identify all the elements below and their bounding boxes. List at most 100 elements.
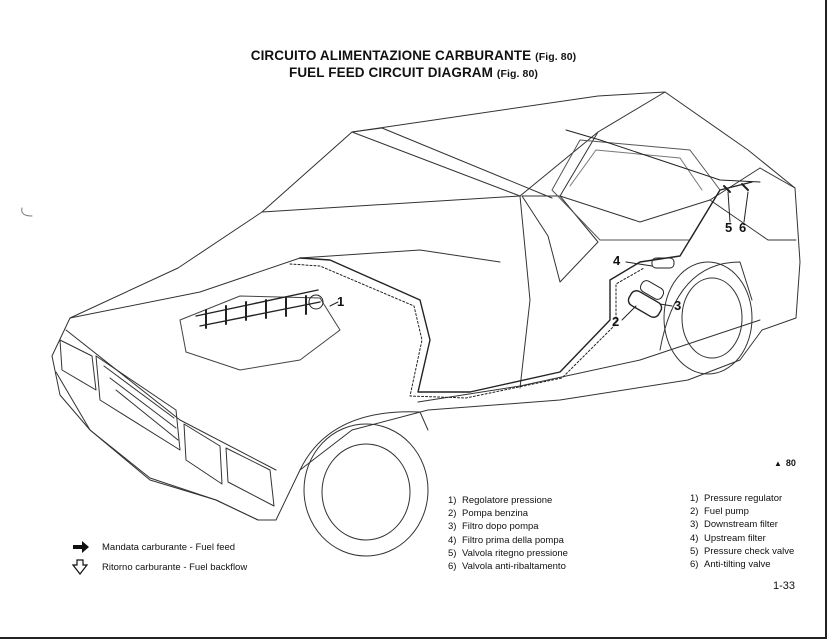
windscreen — [261, 131, 521, 213]
side-crease — [417, 319, 761, 403]
return-line — [289, 263, 645, 399]
legend-it-num: 6) — [448, 561, 457, 573]
front-wheel-arch — [299, 411, 429, 471]
diagram-title: CIRCUITO ALIMENTAZIONE CARBURANTE (Fig. … — [0, 48, 827, 82]
legend-it-item: 5) Valvola ritegno pressione — [448, 547, 568, 560]
leader-4 — [625, 261, 653, 267]
callout-4: 4 — [613, 253, 621, 268]
front-wheel — [303, 423, 429, 557]
engine-manifold — [179, 295, 341, 371]
title-italian-text: CIRCUITO ALIMENTAZIONE CARBURANTE — [250, 48, 532, 63]
callout-3: 3 — [674, 298, 682, 313]
leader-2 — [621, 305, 637, 321]
roof-line — [351, 91, 666, 133]
outline-arrow-icon — [72, 559, 89, 575]
title-english: FUEL FEED CIRCUIT DIAGRAM (Fig. 80) — [0, 65, 827, 82]
rear-glass — [559, 131, 761, 223]
legend-en-label: Upstream filter — [704, 532, 766, 544]
grille — [95, 355, 181, 451]
pressure-regulator — [308, 294, 324, 310]
headlight-right — [183, 423, 223, 485]
legend-en-num: 2) — [690, 506, 699, 518]
callout-6: 6 — [739, 220, 747, 235]
title-fig-ref-en: (Fig. 80) — [496, 68, 538, 80]
legend-italian: 1) Regolatore pressione 2) Pompa benzina 3… — [448, 494, 568, 573]
vent-line — [565, 129, 761, 183]
leader-6 — [743, 191, 749, 223]
title-fig-ref-it: (Fig. 80) — [535, 51, 577, 63]
leader-5 — [727, 191, 731, 223]
legend-en-num: 5) — [690, 545, 699, 557]
legend-en-label: Pressure check valve — [704, 545, 795, 557]
key-fuel-backflow-label: Ritorno carburante - Fuel backflow — [102, 561, 248, 573]
check-valves — [723, 183, 749, 193]
legend-it-item: 4) Filtro prima della pompa — [448, 534, 568, 547]
legend-en-num: 4) — [690, 532, 699, 544]
fuel-tank-inner — [569, 149, 703, 191]
callout-5: 5 — [725, 220, 733, 235]
front-bumper — [55, 371, 259, 521]
leader-3 — [659, 303, 673, 307]
legend-en-num: 6) — [690, 559, 699, 571]
legend-english: 1) Pressure regulator 2) Fuel pump 3) Downs… — [690, 492, 794, 571]
side-window — [521, 195, 599, 283]
a-pillar — [351, 127, 553, 199]
margin-mark — [21, 207, 33, 217]
legend-it-num: 5) — [448, 547, 457, 559]
legend-en-item: 4) Upstream filter — [690, 532, 794, 545]
page-number: 1-33 — [773, 580, 796, 592]
legend-it-num: 2) — [448, 508, 457, 520]
legend-it-item: 6) Valvola anti-ribaltamento — [448, 560, 568, 573]
legend-it-item: 1) Regolatore pressione — [448, 494, 568, 507]
car-body-outline — [51, 91, 801, 521]
injector-rail — [195, 289, 321, 327]
legend-en-num: 3) — [690, 519, 699, 531]
legend-en-item: 1) Pressure regulator — [690, 492, 794, 505]
leader-1 — [329, 301, 339, 307]
legend-en-label: Fuel pump — [704, 506, 749, 518]
legend-it-num: 3) — [448, 521, 457, 533]
legend-it-label: Regolatore pressione — [462, 495, 553, 506]
legend-it-item: 3) Filtro dopo pompa — [448, 520, 568, 533]
callout-2: 2 — [612, 314, 620, 329]
legend-it-label: Valvola anti-ribaltamento — [462, 561, 566, 573]
key-fuel-backflow: Ritorno carburante - Fuel backflow — [72, 559, 247, 575]
legend-it-num: 1) — [448, 495, 457, 506]
legend-it-label: Valvola ritegno pressione — [462, 547, 568, 559]
legend-it-label: Pompa benzina — [462, 508, 529, 520]
headlight-left — [59, 339, 97, 391]
title-italian: CIRCUITO ALIMENTAZIONE CARBURANTE (Fig. … — [0, 48, 827, 65]
legend-en-label: Anti-tilting valve — [704, 559, 771, 571]
upstream-filter — [651, 257, 675, 269]
figure-number: 80 — [785, 458, 796, 468]
legend-en-item: 6) Anti-tilting valve — [690, 558, 794, 571]
downstream-filter — [639, 280, 665, 300]
legend-it-label: Filtro dopo pompa — [462, 521, 539, 533]
fuel-pump — [627, 290, 663, 318]
legend-en-item: 3) Downstream filter — [690, 518, 794, 531]
fuel-tank — [551, 139, 721, 241]
grille-bars — [103, 365, 179, 441]
legend-en-label: Pressure regulator — [704, 493, 783, 504]
callout-1: 1 — [337, 294, 345, 309]
legend-en-item: 5) Pressure check valve — [690, 545, 794, 558]
legend-it-num: 4) — [448, 534, 457, 546]
legend-it-label: Filtro prima della pompa — [462, 534, 564, 546]
door-line — [519, 195, 531, 389]
title-english-text: FUEL FEED CIRCUIT DIAGRAM — [288, 65, 493, 80]
key-fuel-feed: Mandata carburante - Fuel feed — [72, 540, 235, 554]
injectors — [205, 295, 307, 329]
hood-front — [65, 329, 277, 471]
headlight-right-inner — [225, 447, 275, 507]
solid-arrow-icon — [73, 541, 89, 553]
legend-en-label: Downstream filter — [704, 519, 778, 531]
feed-line — [299, 181, 753, 393]
rear-wheel — [663, 261, 753, 375]
legend-it-item: 2) Pompa benzina — [448, 507, 568, 520]
triangle-marker-icon: ▲ — [774, 459, 782, 468]
rear-wheel-arch — [659, 261, 753, 351]
figure-reference: ▲80 — [774, 458, 796, 468]
legend-en-num: 1) — [690, 493, 699, 504]
